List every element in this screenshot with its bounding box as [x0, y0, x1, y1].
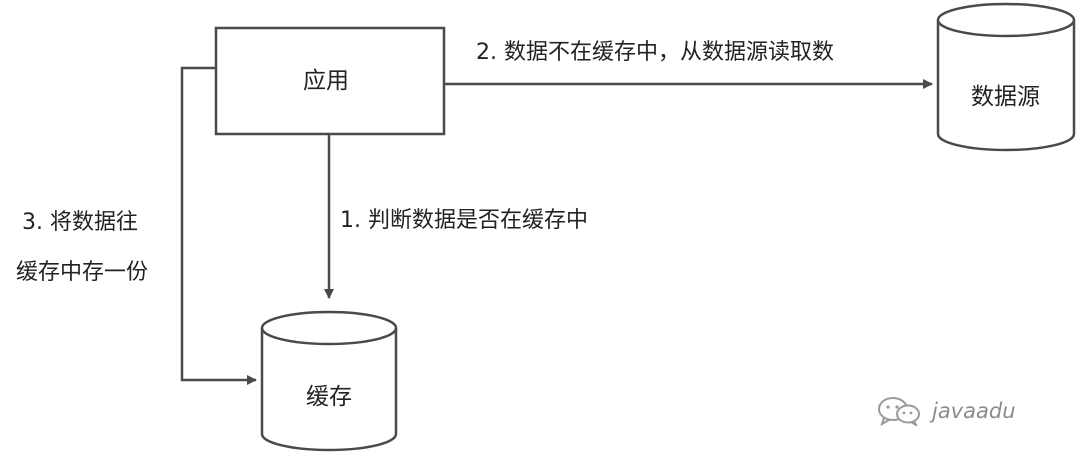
wechat-icon — [878, 397, 920, 426]
edge-label-step2: 2. 数据不在缓存中，从数据源读取数 — [476, 40, 834, 65]
edge-label-step3-line2: 缓存中存一份 — [16, 260, 149, 285]
edge-label-step1: 1. 判断数据是否在缓存中 — [340, 208, 588, 233]
datasource-cylinder — [936, 2, 1076, 152]
edge-label-step3-line1: 3. 将数据往 — [22, 210, 138, 235]
cache-cylinder — [260, 310, 398, 452]
cache-node-label: 缓存 — [306, 384, 352, 410]
watermark-text: javaadu — [932, 399, 1016, 423]
app-node-label: 应用 — [303, 68, 349, 94]
watermark: javaadu — [876, 396, 1016, 426]
datasource-node-label: 数据源 — [971, 84, 1040, 110]
edge-store-cache — [180, 66, 257, 385]
app-node-box — [214, 26, 446, 136]
